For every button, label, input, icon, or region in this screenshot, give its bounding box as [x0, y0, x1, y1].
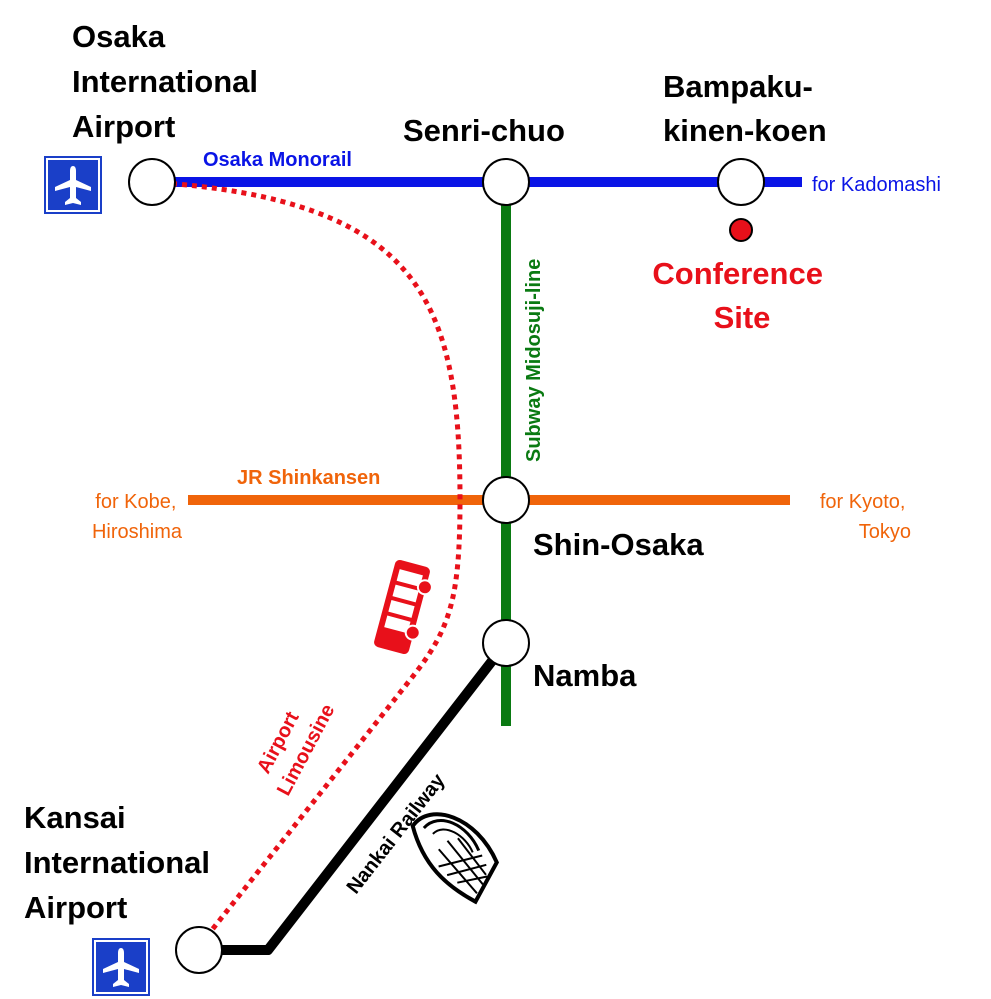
airport-limousine-route — [151, 179, 463, 947]
label-for-kadomashi: for Kadomashi — [812, 174, 941, 196]
train-icon — [410, 812, 500, 905]
airplane-icon — [92, 938, 150, 996]
label-conference-site: Conference Site — [652, 256, 831, 335]
label-for-kyoto: for Kyoto, Tokyo — [820, 491, 911, 543]
station-osaka-airport[interactable] — [128, 158, 176, 206]
label-senri-chuo: Senri-chuo — [403, 113, 565, 148]
station-namba[interactable] — [482, 619, 530, 667]
label-osaka-monorail: Osaka Monorail — [203, 149, 352, 171]
bus-icon — [374, 559, 433, 655]
label-kansai-airport: Kansai International Airport — [24, 800, 219, 925]
label-namba: Namba — [533, 658, 637, 693]
label-shin-osaka: Shin-Osaka — [533, 527, 704, 562]
label-bampaku: Bampaku- kinen-koen — [663, 69, 827, 148]
nankai-railway-line — [199, 639, 510, 955]
label-jr-shinkansen: JR Shinkansen — [237, 467, 380, 489]
airplane-icon — [44, 156, 102, 214]
label-subway-midosuji: Subway Midosuji-line — [523, 259, 545, 462]
label-osaka-airport: Osaka International Airport — [72, 19, 267, 144]
station-kansai-airport[interactable] — [175, 926, 223, 974]
station-senri-chuo[interactable] — [482, 158, 530, 206]
station-shin-osaka[interactable] — [482, 476, 530, 524]
station-bampaku[interactable] — [717, 158, 765, 206]
label-for-kobe: for Kobe, Hiroshima — [92, 491, 183, 543]
conference-site-marker[interactable] — [729, 218, 753, 242]
